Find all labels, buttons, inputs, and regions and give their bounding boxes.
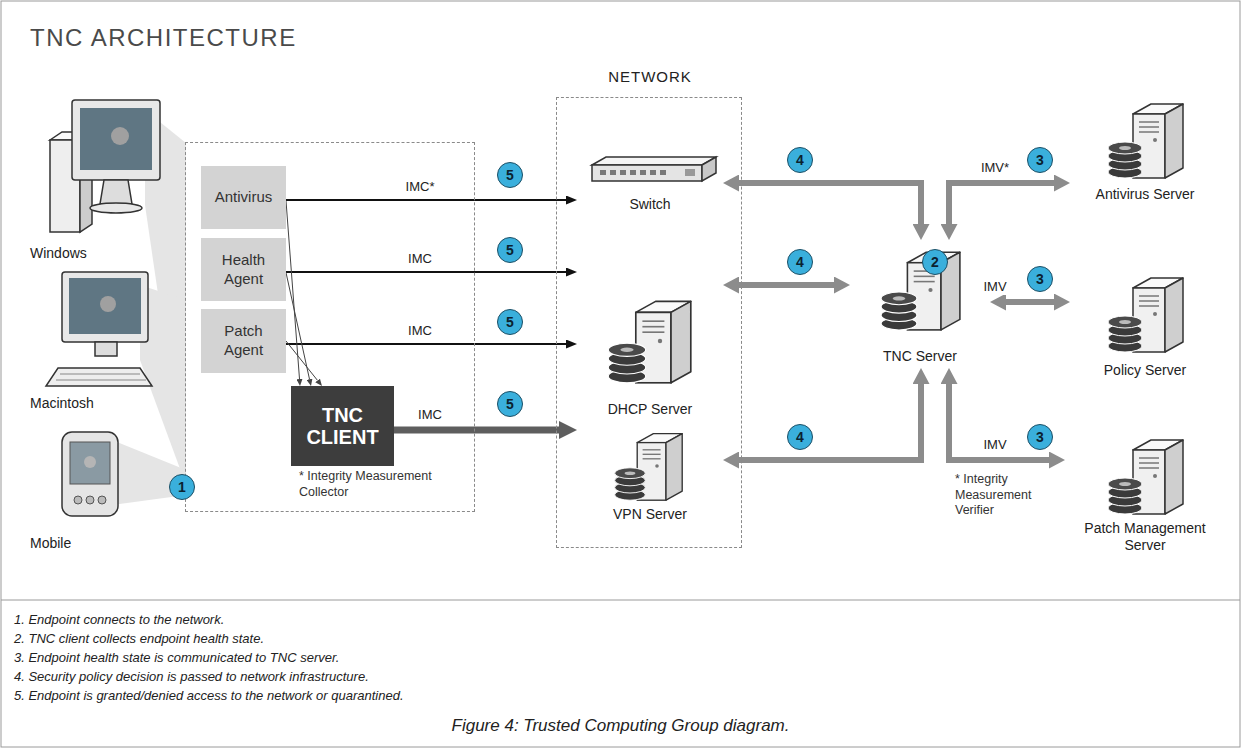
callout-number: 4 [787, 147, 813, 173]
node-text: Policy Server [1104, 362, 1186, 379]
windows-pc [50, 100, 160, 232]
measurement-arrow [286, 199, 566, 201]
tnc-server-icon [881, 252, 960, 330]
node-text: Mobile [30, 535, 71, 552]
step-note: 2. TNC client collects endpoint health s… [14, 631, 264, 646]
endpoint-device: Macintosh [30, 265, 155, 415]
callout-number: 2 [922, 249, 948, 275]
network-device: Switch [577, 151, 723, 216]
callout-number: 3 [1027, 147, 1053, 173]
node-text: Patch Agent [205, 322, 282, 360]
edge-label: IMV [980, 437, 1009, 453]
node-text: Antivirus [215, 188, 273, 207]
policy-arrow [739, 282, 834, 288]
measurement-arrow [286, 273, 310, 380]
edge-label: IMC [415, 407, 445, 423]
network-device: VPN Server [577, 426, 723, 526]
edge-label: IMC [405, 323, 435, 339]
dhcp-server-icon [608, 301, 691, 382]
node-text: Patch Management Server [1065, 520, 1225, 554]
node-text: DHCP Server [608, 401, 693, 418]
node-text: Health Agent [205, 251, 282, 289]
diagram-title: TNC ARCHITECTURE [30, 24, 297, 52]
policy-arrow [949, 183, 1054, 224]
callout-number: 3 [1027, 424, 1053, 450]
policy-server-icon [1108, 278, 1183, 352]
policy-arrow [1006, 299, 1054, 305]
endpoint-device: Mobile [30, 425, 130, 555]
node-text: TNC Server [883, 348, 957, 365]
step-note: 5. Endpoint is granted/denied access to … [14, 688, 404, 703]
policy-arrow [739, 384, 921, 460]
server: Policy Server [1070, 270, 1220, 382]
step-note: 3. Endpoint health state is communicated… [14, 650, 339, 665]
node-text: Windows [30, 245, 87, 262]
edge-label: IMV* [978, 160, 1012, 176]
node-text: * Integrity Measurement Collector [299, 469, 469, 500]
edge-label: IMV [980, 279, 1009, 295]
measurement-arrow [286, 201, 300, 379]
footnote: * Integrity Measurement Verifier [955, 472, 1067, 519]
callout-number: 5 [497, 162, 523, 188]
measurement-arrow [286, 271, 566, 273]
node-text: NETWORK [557, 68, 743, 85]
measurement-arrow [394, 427, 559, 434]
server: Antivirus Server [1070, 98, 1220, 206]
endpoint-device: Windows [30, 90, 165, 265]
agent-box: Health Agent [201, 238, 286, 301]
callout-number: 4 [787, 424, 813, 450]
node-text: Antivirus Server [1096, 186, 1195, 203]
measurement-arrow [286, 341, 318, 381]
step-note: 4. Security policy decision is passed to… [14, 669, 369, 684]
step-note: 1. Endpoint connects to the network. [14, 612, 224, 627]
figure-caption: Figure 4: Trusted Computing Group diagra… [0, 716, 1241, 736]
node-text: VPN Server [613, 506, 687, 523]
server: Patch Management Server [1065, 432, 1225, 557]
edge-label: IMC [405, 251, 435, 267]
callout-number: 5 [497, 391, 523, 417]
measurement-arrow [286, 343, 566, 345]
edge-label: IMC* [403, 179, 438, 195]
divider [1, 600, 1240, 601]
callout-number: 3 [1027, 266, 1053, 292]
callout-number: 5 [497, 309, 523, 335]
node-text: Switch [629, 196, 670, 213]
switch-device [592, 157, 716, 181]
network-device: DHCP Server [577, 263, 723, 421]
network-region: NETWORKSwitchDHCP ServerVPN Server [556, 97, 742, 548]
server: TNC Server [850, 240, 990, 368]
callout-number: 5 [497, 237, 523, 263]
callout-number: 4 [787, 249, 813, 275]
node-text: TNC CLIENT [295, 404, 390, 448]
antivirus-server-icon [1108, 104, 1183, 178]
vpn-server-icon [615, 434, 683, 501]
node-text: Macintosh [30, 395, 94, 412]
patch-server-icon [1108, 440, 1183, 514]
callout-number: 1 [169, 474, 195, 500]
mobile-device [62, 432, 118, 516]
agent-box: Antivirus [201, 166, 286, 229]
agent-box: Patch Agent [201, 309, 286, 373]
policy-arrow [739, 183, 921, 224]
macintosh-pc [46, 272, 152, 386]
tnc-client-box: TNC CLIENT [291, 386, 394, 466]
